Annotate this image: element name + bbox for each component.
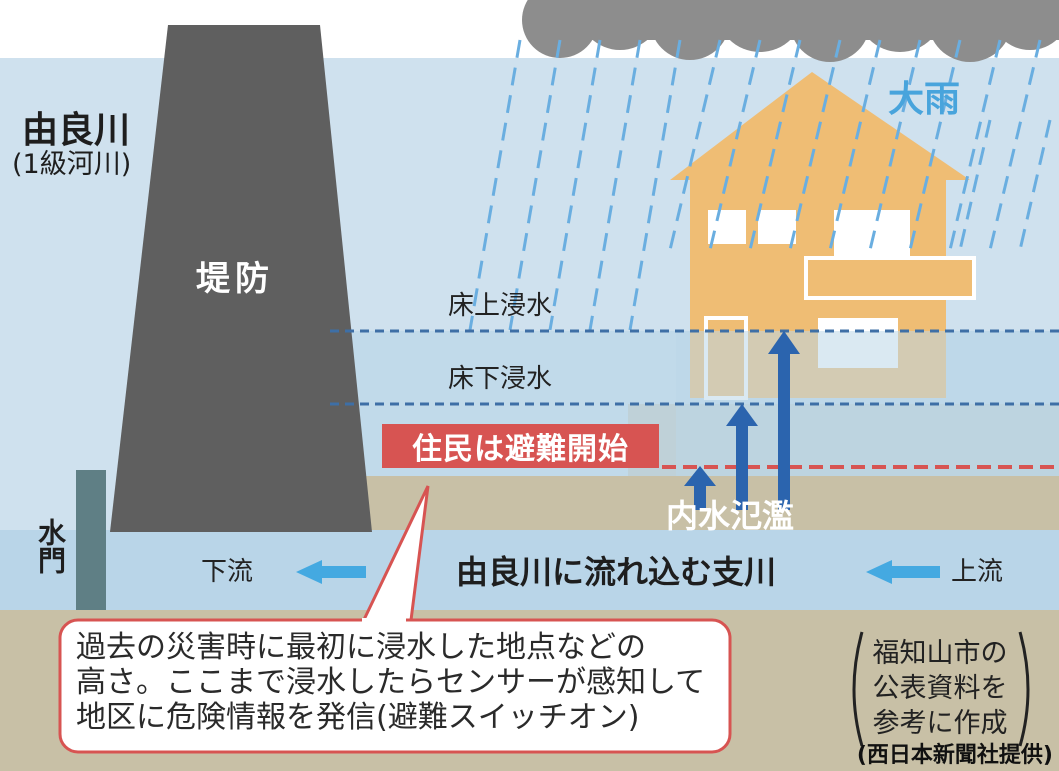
inland-flood-label: 内水氾濫 bbox=[666, 497, 795, 535]
rain-streak bbox=[828, 39, 882, 251]
rain-streak bbox=[548, 39, 602, 331]
upstream-label: 上流 bbox=[951, 557, 1004, 587]
downstream-label: 下流 bbox=[201, 557, 254, 587]
rising-water-arrows bbox=[684, 331, 800, 510]
rain-streak bbox=[788, 39, 842, 251]
above-floor-label: 床上浸水 bbox=[448, 291, 553, 321]
rain-streak bbox=[708, 39, 762, 251]
source-bracket-left bbox=[852, 631, 864, 747]
rain-label: 大雨 bbox=[888, 79, 961, 120]
source-note-line-1: 福知山市の bbox=[872, 638, 1008, 669]
source-note: 福知山市の 公表資料を 参考に作成 bbox=[860, 636, 1020, 741]
rain-streak bbox=[988, 39, 1042, 251]
rain-cloud bbox=[522, 0, 1059, 62]
sluice-gate-label: 水門 bbox=[34, 518, 67, 574]
dike-body bbox=[110, 25, 372, 532]
callout-text: 過去の災害時に最初に浸水した地点などの 高さ。ここまで浸水したらセンサーが感知し… bbox=[76, 630, 716, 735]
callout-line-2: 高さ。ここまで浸水したらセンサーが感知して bbox=[76, 665, 706, 700]
callout-line-1: 過去の災害時に最初に浸水した地点などの bbox=[76, 630, 646, 665]
rain-streak bbox=[958, 119, 992, 251]
rain-streak bbox=[588, 39, 642, 331]
source-bracket-right bbox=[1018, 631, 1030, 747]
rain-streak bbox=[508, 39, 562, 331]
river-class: (1級河川) bbox=[12, 149, 132, 180]
evacuation-start-label: 住民は避難開始 bbox=[382, 424, 659, 468]
river-name: 由良川 bbox=[22, 110, 131, 151]
rain-streaks bbox=[468, 39, 1052, 331]
rain-streak bbox=[1018, 119, 1052, 251]
rain-streak bbox=[868, 39, 922, 251]
sluice-gate bbox=[76, 470, 106, 610]
rain-streak bbox=[908, 39, 962, 251]
rain-streak bbox=[628, 39, 682, 331]
rain-streak bbox=[668, 39, 722, 251]
photo-credit: (西日本新聞社提供) bbox=[856, 743, 1053, 768]
rain-streak bbox=[948, 39, 1002, 251]
source-note-line-2: 公表資料を bbox=[872, 673, 1008, 704]
below-floor-label: 床下浸水 bbox=[448, 364, 553, 394]
rain-streak bbox=[468, 39, 522, 331]
callout-line-3: 地区に危険情報を発信(避難スイッチオン) bbox=[76, 700, 640, 735]
flow-arrows bbox=[296, 560, 940, 584]
source-note-line-3: 参考に作成 bbox=[872, 708, 1008, 739]
dike-label: 堤防 bbox=[196, 259, 274, 299]
tributary-label: 由良川に流れ込む支川 bbox=[456, 553, 777, 591]
rain-streak bbox=[748, 39, 802, 251]
